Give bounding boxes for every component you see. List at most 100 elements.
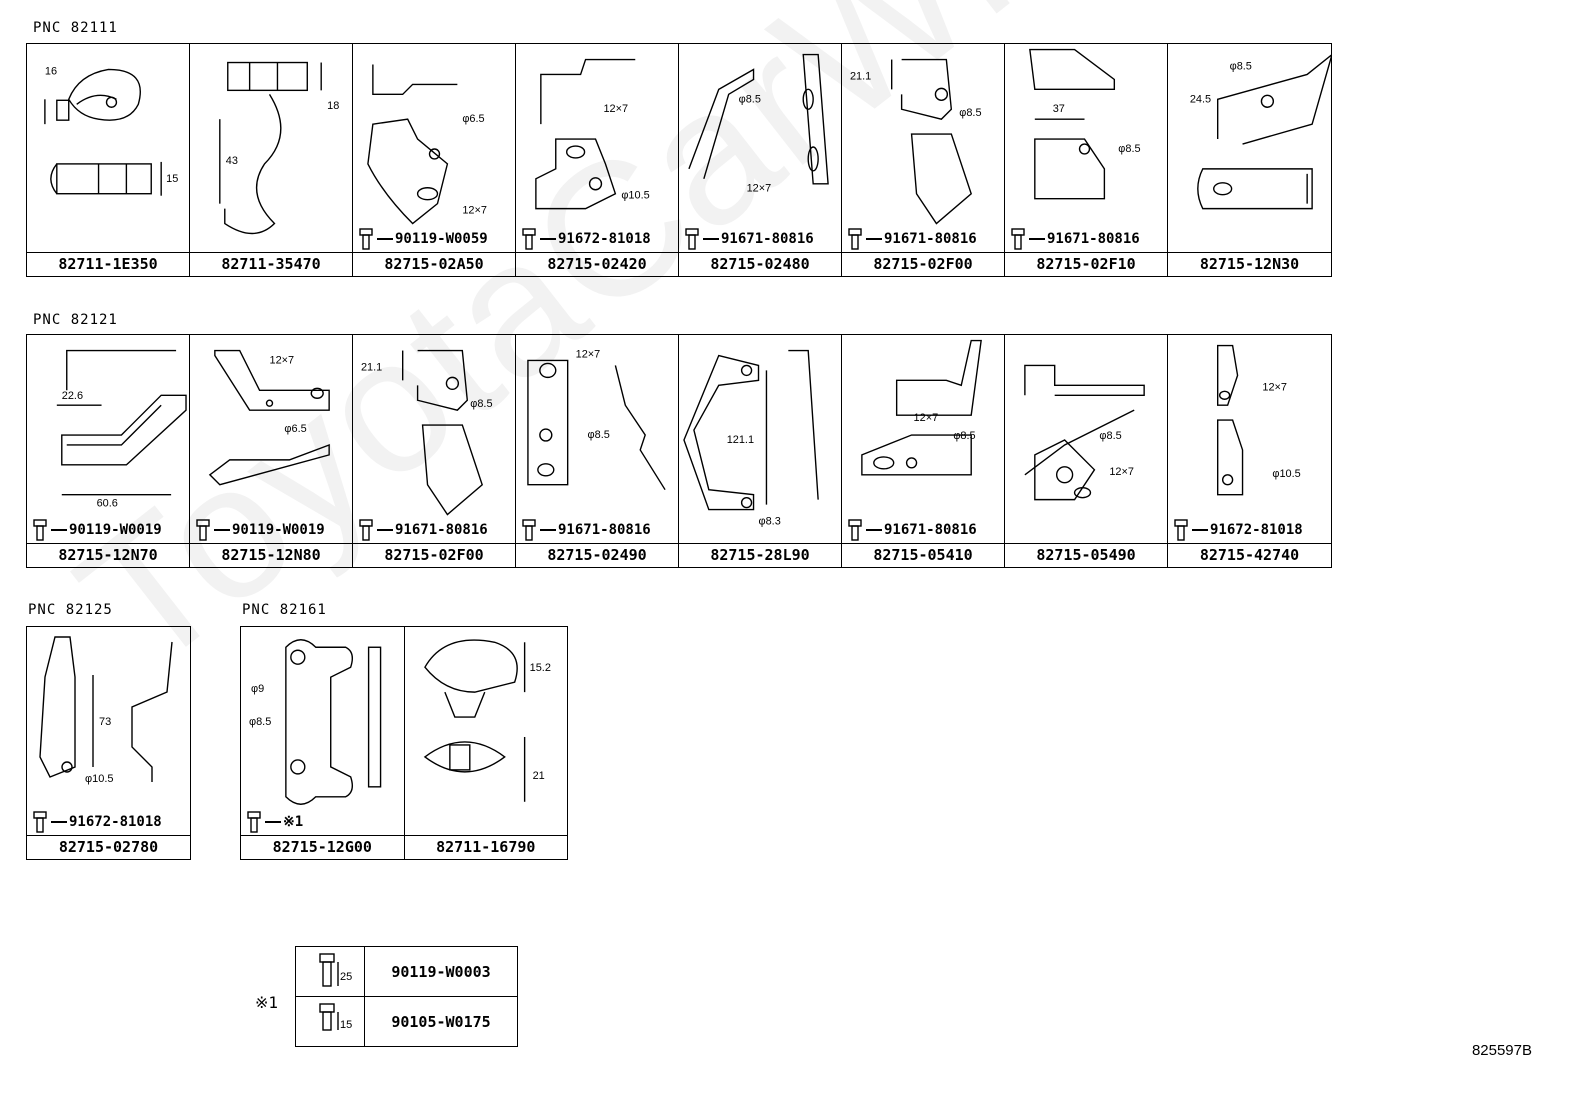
part-cell[interactable]: 18 43 82711-35470: [190, 44, 353, 276]
bracket-drawing: φ8.5 24.5: [1168, 44, 1331, 252]
bracket-drawing: 37 φ8.5: [1005, 44, 1167, 252]
dim-label: φ9: [251, 683, 264, 695]
bracket-drawing: 21.1 φ8.5: [842, 44, 1004, 252]
drawing-code: 825597B: [1471, 1042, 1532, 1059]
bolt-callout: 91671-80816: [683, 228, 814, 250]
bracket-drawing: 12×7 φ8.5: [842, 335, 1004, 543]
dim-label: φ8.5: [1099, 430, 1121, 442]
bolt-icon: [522, 519, 536, 541]
part-cell[interactable]: 37 φ8.5 91671-80816 82715-02F10: [1005, 44, 1168, 276]
dim-label: 24.5: [1190, 93, 1211, 105]
bolt-icon: [1011, 228, 1025, 250]
part-cell[interactable]: φ8.5 12×7 91671-80816 82715-02480: [679, 44, 842, 276]
bracket-drawing: 12×7 φ10.5: [1168, 335, 1331, 543]
pnc-label-82125: PNC 82125: [28, 602, 113, 618]
dim-label: φ6.5: [284, 423, 306, 435]
bolt-icon: [1174, 519, 1188, 541]
bolt-callout: 91671-80816: [846, 519, 977, 541]
dim-label: 21: [532, 770, 544, 782]
part-cell[interactable]: 16 15 82711-1E350: [27, 44, 190, 276]
dim-label: 15.2: [529, 662, 550, 674]
part-cell[interactable]: φ6.5 12×7 90119-W0059 82715-02A50: [353, 44, 516, 276]
bracket-drawing: 21.1 φ8.5: [353, 335, 515, 543]
dim-label: 12×7: [270, 354, 295, 366]
part-number: 82715-02F10: [1005, 252, 1167, 276]
dim-label: φ6.5: [462, 113, 484, 125]
bracket-drawing: 22.6 60.6: [27, 335, 189, 543]
dim-label: 60.6: [97, 498, 118, 510]
dim-label: φ8.5: [1230, 60, 1252, 72]
dim-label: 16: [45, 65, 57, 77]
dim-label: 12×7: [603, 103, 628, 115]
part-cell[interactable]: 73 φ10.5 91672-81018 82715-02780: [27, 627, 190, 859]
bolt-part-number: 90119-W0019: [69, 522, 162, 538]
part-cell[interactable]: 22.6 60.6 90119-W0019 82715-12N70: [27, 335, 190, 567]
part-cell[interactable]: 12×7 φ8.5 91671-80816 82715-05410: [842, 335, 1005, 567]
dim-label: φ10.5: [621, 190, 649, 202]
part-number: 82715-05410: [842, 543, 1004, 567]
dim-label: φ10.5: [1272, 468, 1300, 480]
part-cell[interactable]: φ8.5 24.5 82715-12N30: [1168, 44, 1331, 276]
bolt-callout: 90119-W0059: [357, 228, 488, 250]
bolt-length: 15: [340, 1019, 352, 1031]
bolt-part-number: 90119-W0019: [232, 522, 325, 538]
part-number: 82715-02480: [679, 252, 841, 276]
bolt-callout: ※1: [245, 811, 303, 833]
bolt-part-number: 91671-80816: [721, 231, 814, 247]
legend-row: 25 90119-W0003: [295, 946, 518, 997]
part-cell[interactable]: 15.2 21 82711-16790: [404, 627, 568, 859]
part-number: 82715-02A50: [353, 252, 515, 276]
bolt-part-number: 91671-80816: [395, 522, 488, 538]
part-number: 82715-28L90: [679, 543, 841, 567]
part-cell[interactable]: 12×7 φ8.5 91671-80816 82715-02490: [516, 335, 679, 567]
bracket-drawing: 12×7 φ10.5: [516, 44, 678, 252]
dim-label: φ8.5: [959, 107, 981, 119]
part-number: 82715-02780: [27, 835, 190, 859]
part-cell[interactable]: φ9 φ8.5 ※1 82715-12G00: [241, 627, 405, 859]
dim-label: φ8.5: [1118, 143, 1140, 155]
part-number: 82715-12N30: [1168, 252, 1331, 276]
dim-label: 15: [166, 173, 178, 185]
part-cell[interactable]: 21.1 φ8.5 91671-80816 82715-02F00: [353, 335, 516, 567]
bolt-icon: 15: [295, 996, 365, 1047]
part-cell[interactable]: 12×7 φ6.5 90119-W0019 82715-12N80: [190, 335, 353, 567]
dim-label: 21.1: [850, 70, 871, 82]
bracket-drawing: φ8.5 12×7: [679, 44, 841, 252]
bolt-callout: 91671-80816: [520, 519, 651, 541]
dim-label: φ8.5: [588, 429, 610, 441]
part-cell[interactable]: φ8.5 12×7 82715-05490: [1005, 335, 1168, 567]
legend-row: 15 90105-W0175: [295, 996, 518, 1047]
bolt-icon: [848, 519, 862, 541]
pnc-label-82111: PNC 82111: [33, 20, 118, 36]
part-number: 82715-02490: [516, 543, 678, 567]
bolt-callout: 91671-80816: [846, 228, 977, 250]
dim-label: φ8.3: [759, 515, 781, 527]
part-cell[interactable]: 12×7 φ10.5 91672-81018 82715-42740: [1168, 335, 1331, 567]
bracket-drawing: φ9 φ8.5: [241, 627, 404, 835]
clip-drawing: 15.2 21: [405, 627, 568, 835]
dim-label: 22.6: [62, 390, 83, 402]
part-number: 82715-02F00: [842, 252, 1004, 276]
bolt-callout: 91671-80816: [1009, 228, 1140, 250]
bolt-icon: [522, 228, 536, 250]
dim-label: 121.1: [727, 434, 754, 446]
legend-part-number: 90105-W0175: [364, 996, 518, 1047]
part-cell[interactable]: 21.1 φ8.5 91671-80816 82715-02F00: [842, 44, 1005, 276]
part-number: 82715-12N80: [190, 543, 352, 567]
dim-label: φ8.5: [470, 398, 492, 410]
dim-label: 18: [327, 100, 339, 112]
clip-drawing: 18 43: [190, 44, 352, 252]
part-number: 82715-12G00: [241, 835, 404, 859]
parts-grid-82111: 16 15 82711-1E350 18 43 82711-35470 φ6.5…: [26, 43, 1332, 277]
part-cell[interactable]: 12×7 φ10.5 91672-81018 82715-02420: [516, 44, 679, 276]
bolt-part-number: 90119-W0059: [395, 231, 488, 247]
part-number: 82715-42740: [1168, 543, 1331, 567]
bracket-drawing: φ6.5 12×7: [353, 44, 515, 252]
dim-label: 73: [99, 716, 111, 728]
part-cell[interactable]: 121.1 φ8.3 82715-28L90: [679, 335, 842, 567]
part-number: 82715-12N70: [27, 543, 189, 567]
bolt-callout: 90119-W0019: [31, 519, 162, 541]
bracket-drawing: 12×7 φ8.5: [516, 335, 678, 543]
bolt-callout: 91672-81018: [520, 228, 651, 250]
parts-grid-82125: 73 φ10.5 91672-81018 82715-02780: [26, 626, 191, 860]
